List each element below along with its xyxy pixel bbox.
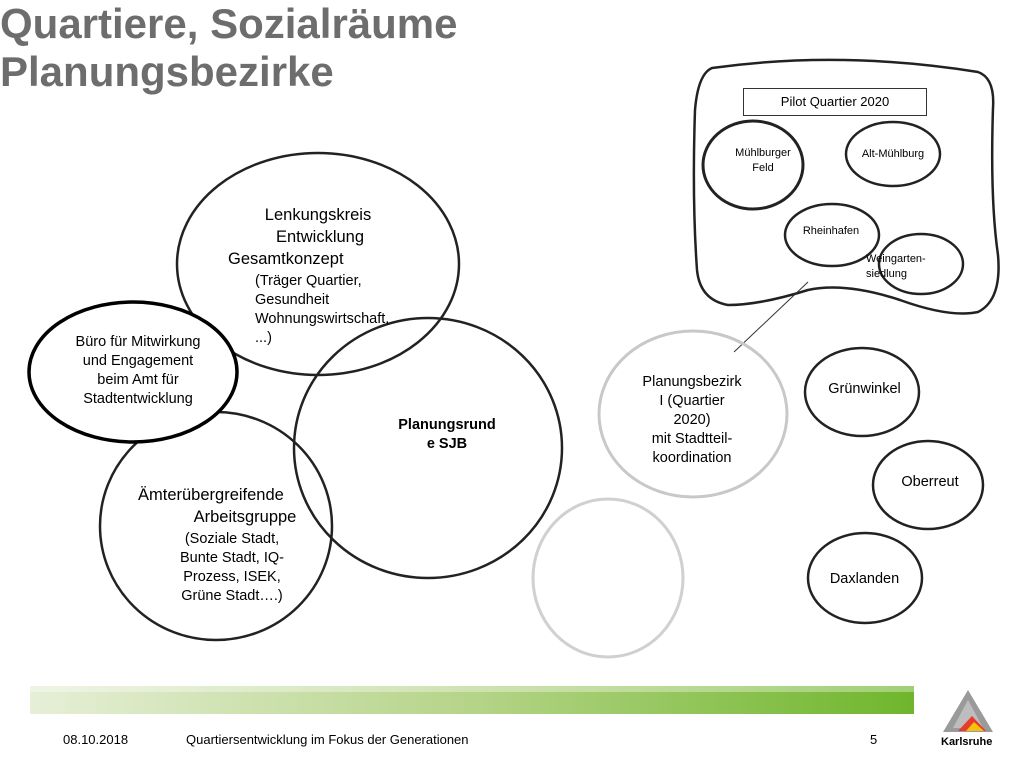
pilot-quartier-box: Pilot Quartier 2020 — [743, 88, 927, 116]
label-lenkungskreis-detail: (Träger Quartier, Gesundheit Wohnungswir… — [255, 273, 390, 346]
label-aemter-detail: (Soziale Stadt, Bunte Stadt, IQ- Prozess… — [180, 531, 284, 604]
karlsruhe-logo-text: Karlsruhe — [941, 736, 993, 748]
label-alt-muehlburg: Alt-Mühlburg — [861, 148, 925, 160]
slide-title-line-1: Quartiere, Sozialräume — [0, 0, 458, 47]
pilot-area-outline — [692, 58, 1000, 315]
footer-green-bar-shine — [30, 686, 914, 692]
label-muehlburger-feld: Mühlburger Feld — [735, 147, 791, 174]
karlsruhe-logo-icon — [943, 690, 993, 732]
footer-page-number: 5 — [870, 732, 878, 747]
label-lenkungskreis-line-2: Entwicklung — [275, 228, 365, 246]
label-planungsbezirk: Planungsbezirk I (Quartier 2020) mit Sta… — [642, 374, 742, 466]
circle-muehlburger-feld — [701, 119, 805, 211]
label-lenkungskreis-line-3: Gesamtkonzept — [228, 250, 344, 268]
label-planungsrunde: Planungsrund e SJB — [398, 417, 496, 452]
label-daxlanden: Daxlanden — [829, 571, 900, 587]
footer-subtitle: Quartiersentwicklung im Fokus der Genera… — [186, 732, 469, 747]
label-lenkungskreis-line-1: Lenkungskreis — [264, 206, 372, 224]
label-oberreut: Oberreut — [901, 474, 959, 490]
footer-date: 08.10.2018 — [63, 732, 129, 747]
label-weingarten: Weingarten- siedlung — [866, 253, 926, 280]
label-aemter-line-1: Ämterübergreifende — [138, 486, 284, 504]
circle-daxlanden — [806, 531, 924, 625]
circle-empty — [531, 497, 685, 659]
circle-planungsrunde — [292, 316, 564, 580]
label-gruenwinkel: Grünwinkel — [828, 381, 901, 397]
slide-title-line-2: Planungsbezirke — [0, 48, 334, 95]
circle-alt-muehlburg — [844, 120, 942, 188]
label-rheinhafen: Rheinhafen — [802, 225, 860, 237]
circle-weingarten — [877, 232, 965, 296]
connector-line — [733, 281, 809, 353]
circle-buero — [27, 300, 239, 444]
label-buero: Büro für Mitwirkung und Engagement beim … — [75, 334, 201, 407]
circle-rheinhafen — [783, 202, 881, 268]
label-aemter-line-2: Arbeitsgruppe — [193, 508, 297, 526]
slide-title: Quartiere, Sozialräume Planungsbezirke — [0, 0, 1024, 96]
circle-planungsbezirk — [597, 329, 789, 499]
footer-green-bar — [30, 686, 914, 714]
circle-oberreut — [871, 439, 985, 531]
circle-gruenwinkel — [803, 346, 921, 438]
